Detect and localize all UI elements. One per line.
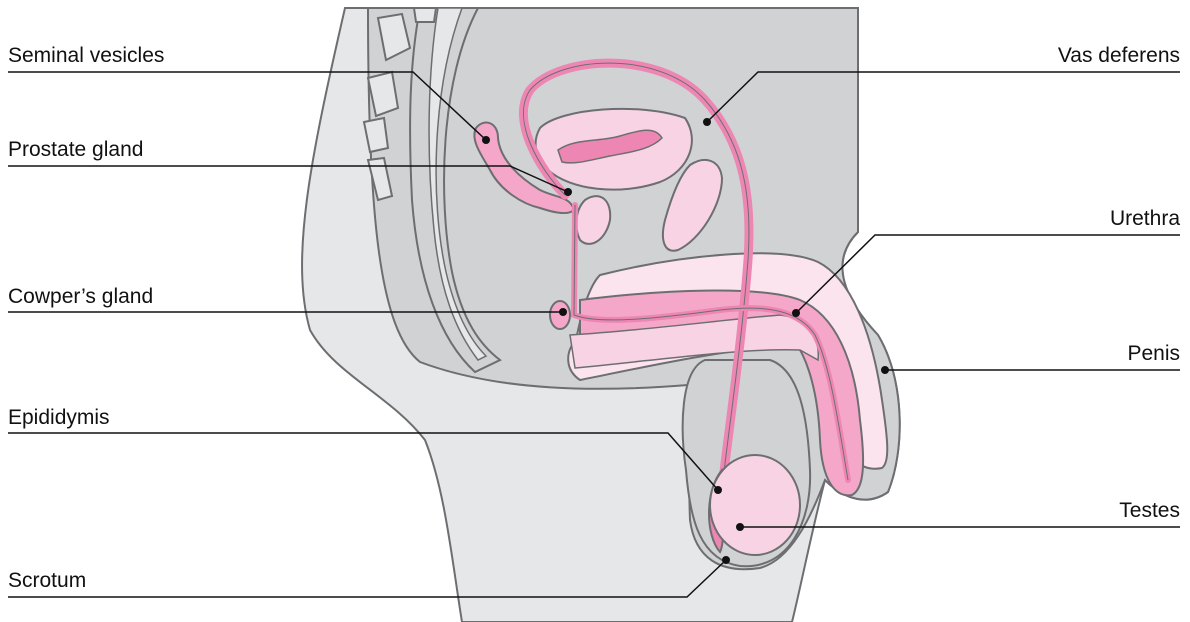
dot-vas-deferens: [703, 118, 711, 126]
label-prostate-gland: Prostate gland: [8, 138, 143, 162]
dot-urethra: [792, 309, 800, 317]
label-scrotum: Scrotum: [8, 569, 86, 593]
testis-shape: [710, 455, 800, 555]
dot-prostate-gland: [564, 188, 572, 196]
dot-testes: [736, 523, 744, 531]
label-cowpers-gland: Cowper’s gland: [8, 285, 153, 309]
dot-scrotum: [722, 556, 730, 564]
dot-seminal-vesicles: [482, 136, 490, 144]
label-vas-deferens: Vas deferens: [1058, 44, 1180, 68]
dot-cowpers-gland: [559, 308, 567, 316]
label-penis: Penis: [1127, 342, 1180, 366]
cowpers-gland-shape: [550, 301, 570, 329]
label-urethra: Urethra: [1110, 207, 1180, 231]
label-epididymis: Epididymis: [8, 406, 110, 430]
dot-epididymis: [714, 486, 722, 494]
label-testes: Testes: [1119, 499, 1180, 523]
dot-penis: [881, 366, 889, 374]
label-seminal-vesicles: Seminal vesicles: [8, 44, 164, 68]
